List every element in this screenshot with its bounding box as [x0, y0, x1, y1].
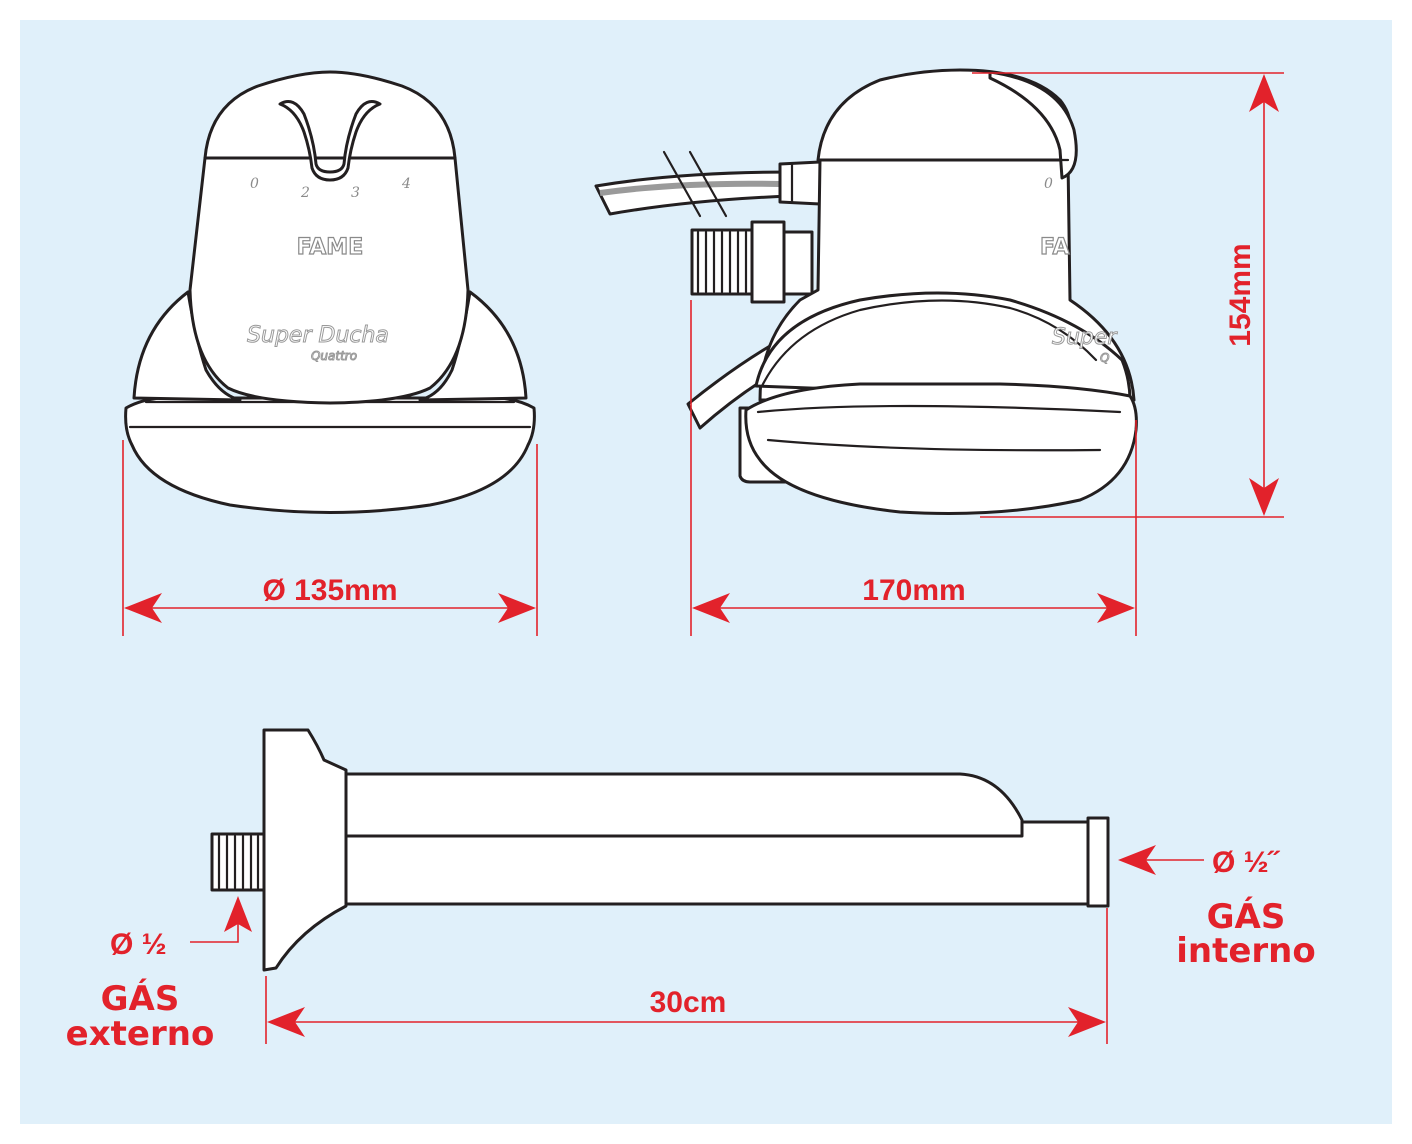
front-width-arrow-right	[498, 593, 536, 623]
arm-length-label: 30cm	[650, 986, 727, 1019]
side-cable-break-mark-2	[688, 150, 728, 218]
front-product-name: Super Ducha	[247, 323, 389, 348]
front-product-subname: Quattro	[311, 349, 357, 363]
arm-length-dimension: 30cm	[265, 908, 1108, 1044]
front-scale-mark-3: 3	[351, 185, 360, 201]
front-brand-logo: FAME	[297, 235, 363, 260]
front-scale-mark-4: 4	[401, 176, 411, 192]
front-scale-mark-0: 0	[250, 176, 259, 192]
side-inlet-nut	[750, 220, 786, 304]
arm-end-cap	[1086, 816, 1110, 908]
front-selector-knob	[278, 100, 382, 182]
arm-length-arrow-left	[267, 1007, 305, 1037]
side-bowl-groove-2	[756, 404, 1122, 414]
front-width-arrow-left	[124, 593, 162, 623]
internal-gas-label-line1: GÁS	[1207, 896, 1286, 937]
front-width-dimension: Ø 135mm	[122, 440, 538, 636]
side-product-name-partial: Super	[1052, 325, 1118, 350]
side-height-arrow-top	[1249, 74, 1279, 112]
side-height-label: 154mm	[1224, 243, 1257, 346]
external-gas-callout: Ø ½ GÁS externo	[66, 896, 252, 1054]
side-length-dimension: 170mm	[690, 300, 1137, 636]
internal-gas-label-line2: interno	[1176, 931, 1316, 971]
front-width-label: Ø 135mm	[262, 574, 397, 607]
side-inlet-threads	[696, 230, 748, 294]
side-inlet-neck	[782, 230, 814, 296]
internal-gas-callout: Ø ½˝ GÁS interno	[1118, 845, 1316, 971]
arm-external-thread-lines	[217, 834, 260, 890]
side-brand-logo-partial: FA	[1040, 235, 1070, 260]
external-diameter-label: Ø ½	[110, 928, 167, 961]
internal-callout-arrow	[1118, 845, 1156, 875]
external-gas-label-line2: externo	[66, 1014, 215, 1054]
side-length-arrow-right	[1097, 593, 1135, 623]
side-dome-lip	[988, 70, 1078, 180]
front-body	[188, 156, 470, 405]
side-cable-gland	[778, 160, 822, 206]
side-cable-break-mark-1	[662, 150, 702, 218]
front-dome-cap	[203, 70, 457, 160]
arm-length-arrow-right	[1068, 1007, 1106, 1037]
side-length-label: 170mm	[862, 574, 965, 607]
shower-arm	[210, 728, 1110, 972]
side-front-shoulder	[754, 291, 1132, 402]
arm-upper-tube	[344, 772, 1024, 838]
side-power-cable-inner	[599, 180, 781, 196]
side-scale-mark-0: 0	[1044, 176, 1053, 192]
side-bowl-groove-1	[766, 438, 1102, 452]
front-scale-mark-2: 2	[300, 185, 310, 201]
side-product-subname-partial: Q	[1100, 351, 1109, 365]
external-gas-label-line1: GÁS	[101, 978, 180, 1019]
arm-wall-flange	[262, 728, 348, 972]
side-height-dimension: 154mm	[972, 72, 1284, 518]
external-callout-arrow	[224, 896, 252, 932]
side-height-arrow-bottom	[1249, 478, 1279, 516]
side-view-shower: 0 FA Super Q	[594, 68, 1138, 515]
internal-diameter-label: Ø ½˝	[1212, 846, 1281, 879]
side-shoulder-curve	[760, 299, 1098, 388]
front-view-shower: 0 2 3 4 FAME Super Ducha Quattro	[124, 70, 536, 514]
side-length-arrow-left	[692, 593, 730, 623]
